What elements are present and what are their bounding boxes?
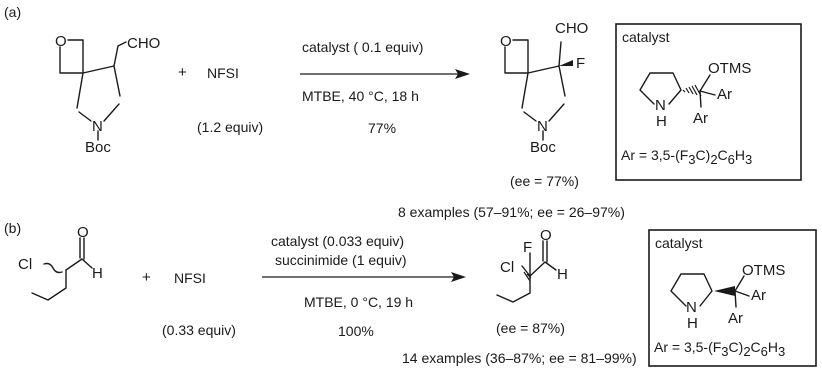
product-a-oxetane-bonds: [504, 46, 529, 74]
catalyst-b-wedge-bond: [714, 286, 735, 296]
product-a-ee: (ee = 77%): [510, 173, 579, 189]
catalyst-box-b-title: catalyst: [655, 235, 703, 251]
substrate-b-cho-bond: [65, 258, 93, 271]
substrate-a-cho-bond: [113, 41, 127, 67]
catalyst-a-otms: OTMS: [708, 60, 751, 77]
catalyst-a-hydrogen: H: [656, 113, 667, 130]
panel-a-examples: 8 examples (57–91%; ee = 26–97%): [398, 204, 625, 220]
catalyst-a-ar-bottom: Ar: [693, 110, 708, 127]
catalyst-box-a: [615, 23, 802, 181]
product-a-cho: CHO: [555, 20, 588, 37]
panel-a-reagent: NFSI: [207, 65, 239, 81]
panel-a-arrowhead: [455, 69, 470, 79]
catalyst-b-otms-bond: [734, 275, 745, 292]
catalyst-a-structure: [639, 72, 716, 108]
panel-b-examples: 14 examples (36–87%; ee = 81–99%): [402, 350, 637, 366]
catalyst-b-ar-definition: Ar = 3,5-(F3C)2C6H3: [654, 339, 785, 359]
catalyst-a-otms-bond: [699, 74, 711, 92]
substrate-b-propyl-chain: [31, 269, 67, 301]
product-a-ring-bond-3: [523, 111, 537, 122]
catalyst-b-ar-bond: [734, 290, 750, 297]
panel-b-catalyst-condition: catalyst (0.033 equiv): [271, 233, 404, 249]
substrate-a-nitrogen: N: [92, 118, 103, 135]
catalyst-a-ar-definition: Ar = 3,5-(F3C)2C6H3: [621, 147, 752, 167]
panel-b-solvent-condition: MTBE, 0 °C, 19 h: [304, 294, 413, 310]
catalyst-a-nitrogen: N: [655, 97, 666, 114]
catalyst-box-b: [648, 229, 817, 367]
panel-b-label: (b): [4, 220, 21, 236]
product-a-ring-bond-2: [527, 65, 566, 97]
product-a-ring-bond-4: [548, 103, 565, 122]
panel-a-reagent-equiv: (1.2 equiv): [197, 119, 263, 135]
product-a-fluoro-wedge: [559, 60, 573, 66]
product-b-ee: (ee = 87%): [496, 320, 565, 336]
panel-b-additive-condition: succinimide (1 equiv): [275, 252, 407, 268]
product-b-chlorine: Cl: [500, 259, 514, 276]
panel-a-yield: 77%: [368, 120, 396, 136]
substrate-a-cho: CHO: [127, 35, 160, 52]
product-a-cho-bond: [558, 41, 562, 67]
product-b-hydrogen: H: [557, 266, 568, 283]
product-a-ring-bond: [521, 72, 529, 109]
product-a-oxetane-bonds-2: [512, 39, 529, 74]
product-b-fluorine: F: [523, 239, 532, 256]
catalyst-b-pyrrolidine: [670, 273, 713, 307]
panel-a-plus: +: [178, 64, 187, 81]
substrate-b-hydrogen: H: [92, 265, 103, 282]
product-a-structure: [504, 39, 573, 141]
panel-b-reagent: NFSI: [174, 270, 206, 286]
substrate-a-oxetane-bonds: [59, 46, 84, 74]
catalyst-a-ar2-bond: [699, 90, 702, 108]
catalyst-b-nitrogen: N: [686, 299, 697, 316]
catalyst-b-ar-top: Ar: [751, 287, 766, 304]
product-b-oxygen: O: [540, 227, 552, 244]
substrate-b-carbonyl: [79, 237, 85, 260]
panel-b-arrowhead: [451, 272, 466, 282]
catalyst-b-ar2-bond: [734, 290, 737, 308]
panel-a-catalyst-condition: catalyst ( 0.1 equiv): [302, 39, 423, 55]
product-b-structure: [496, 240, 557, 303]
substrate-b-wavy-bond: [43, 262, 63, 274]
panel-b-reagent-equiv: (0.33 equiv): [162, 322, 236, 338]
catalyst-b-hydrogen: H: [687, 315, 698, 332]
panel-b-yield: 100%: [338, 323, 374, 339]
catalyst-box-a-title: catalyst: [622, 29, 670, 45]
substrate-a-ring-bond: [76, 72, 84, 109]
panel-a-solvent-condition: MTBE, 40 °C, 18 h: [302, 88, 419, 104]
product-b-propyl-chain: [496, 275, 531, 303]
catalyst-a-pyrrolidine: [639, 72, 682, 105]
substrate-a-ring-bond-2: [82, 65, 121, 97]
product-a-fluorine: F: [576, 55, 585, 72]
substrate-a-boc: Boc: [85, 139, 111, 156]
product-a-oxygen: O: [500, 33, 512, 50]
substrate-b-structure: [31, 237, 93, 301]
substrate-a-oxygen: O: [55, 33, 67, 50]
product-a-boc: Boc: [530, 139, 556, 156]
substrate-a-ring-bond-3: [78, 111, 92, 122]
catalyst-a-ar-top: Ar: [717, 86, 732, 103]
substrate-a-ring-bond-4: [103, 103, 120, 122]
substrate-b-chlorine: Cl: [18, 256, 32, 273]
product-a-nitrogen: N: [537, 118, 548, 135]
panel-a-label: (a): [4, 4, 21, 20]
catalyst-b-ar-bottom: Ar: [728, 310, 743, 327]
substrate-b-oxygen: O: [77, 224, 89, 241]
product-b-backbone: [521, 261, 557, 277]
catalyst-a-ar-bond: [699, 90, 716, 96]
product-b-carbonyl: [542, 240, 548, 263]
catalyst-a-hash-bond: [682, 84, 702, 97]
substrate-a-structure: [59, 39, 127, 141]
panel-b-plus: +: [142, 269, 151, 286]
catalyst-b-otms: OTMS: [742, 262, 785, 279]
catalyst-b-structure: [670, 273, 750, 308]
substrate-a-oxetane-bonds-2: [67, 39, 84, 74]
